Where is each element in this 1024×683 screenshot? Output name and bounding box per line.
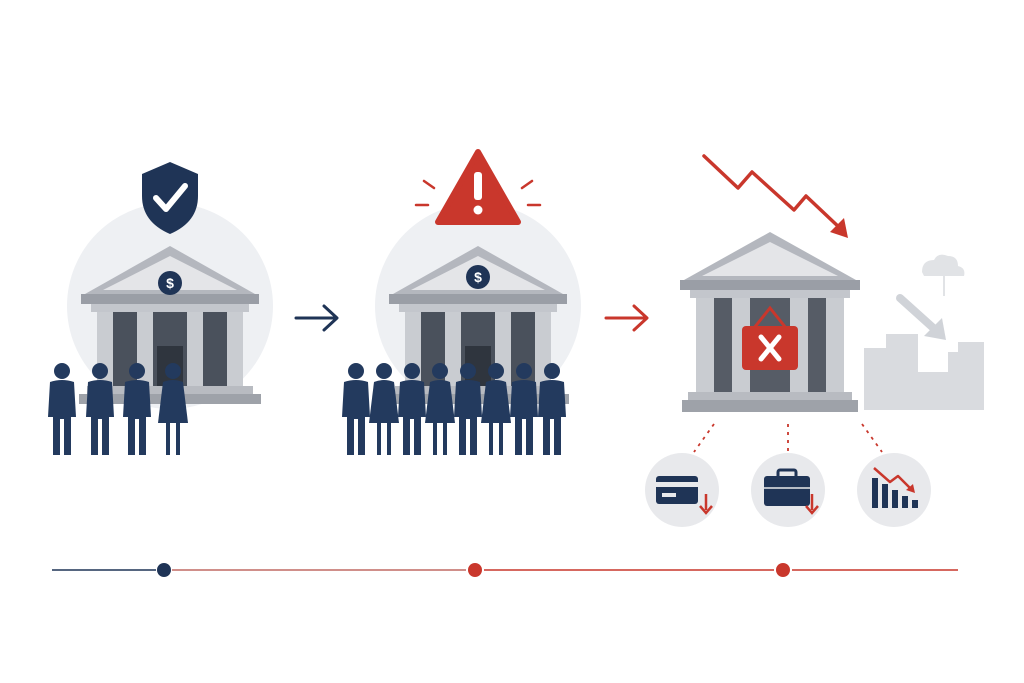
timeline-point-bank-run [468,563,482,577]
timeline [52,563,958,577]
stage-bank-run: $ [342,149,581,455]
down-trend-arrow-icon [702,154,848,238]
dollar-coin-icon: $ [158,271,182,295]
briefcase-down-icon [751,453,825,527]
credit-card-down-icon [645,453,719,527]
stage-collapse [645,154,984,527]
bar-chart-decline-icon [857,453,931,527]
dollar-coin-icon: $ [466,265,490,289]
timeline-point-stable [157,563,171,577]
timeline-point-collapse [776,563,790,577]
bank-building [680,232,860,412]
arrow-right-red-icon [604,304,649,332]
arrow-right-navy-icon [294,304,339,332]
warning-triangle-icon [414,149,542,225]
person-icon [342,363,370,455]
svg-text:$: $ [474,269,482,285]
dotted-connectors [693,423,883,453]
svg-text:$: $ [166,275,174,291]
person-icon [48,363,76,455]
stage-stable: $ [48,162,273,455]
shield-check-icon [142,162,198,234]
person-icon [369,363,399,455]
closed-sign-x-icon [742,305,798,370]
declining-city-icon [864,254,984,410]
